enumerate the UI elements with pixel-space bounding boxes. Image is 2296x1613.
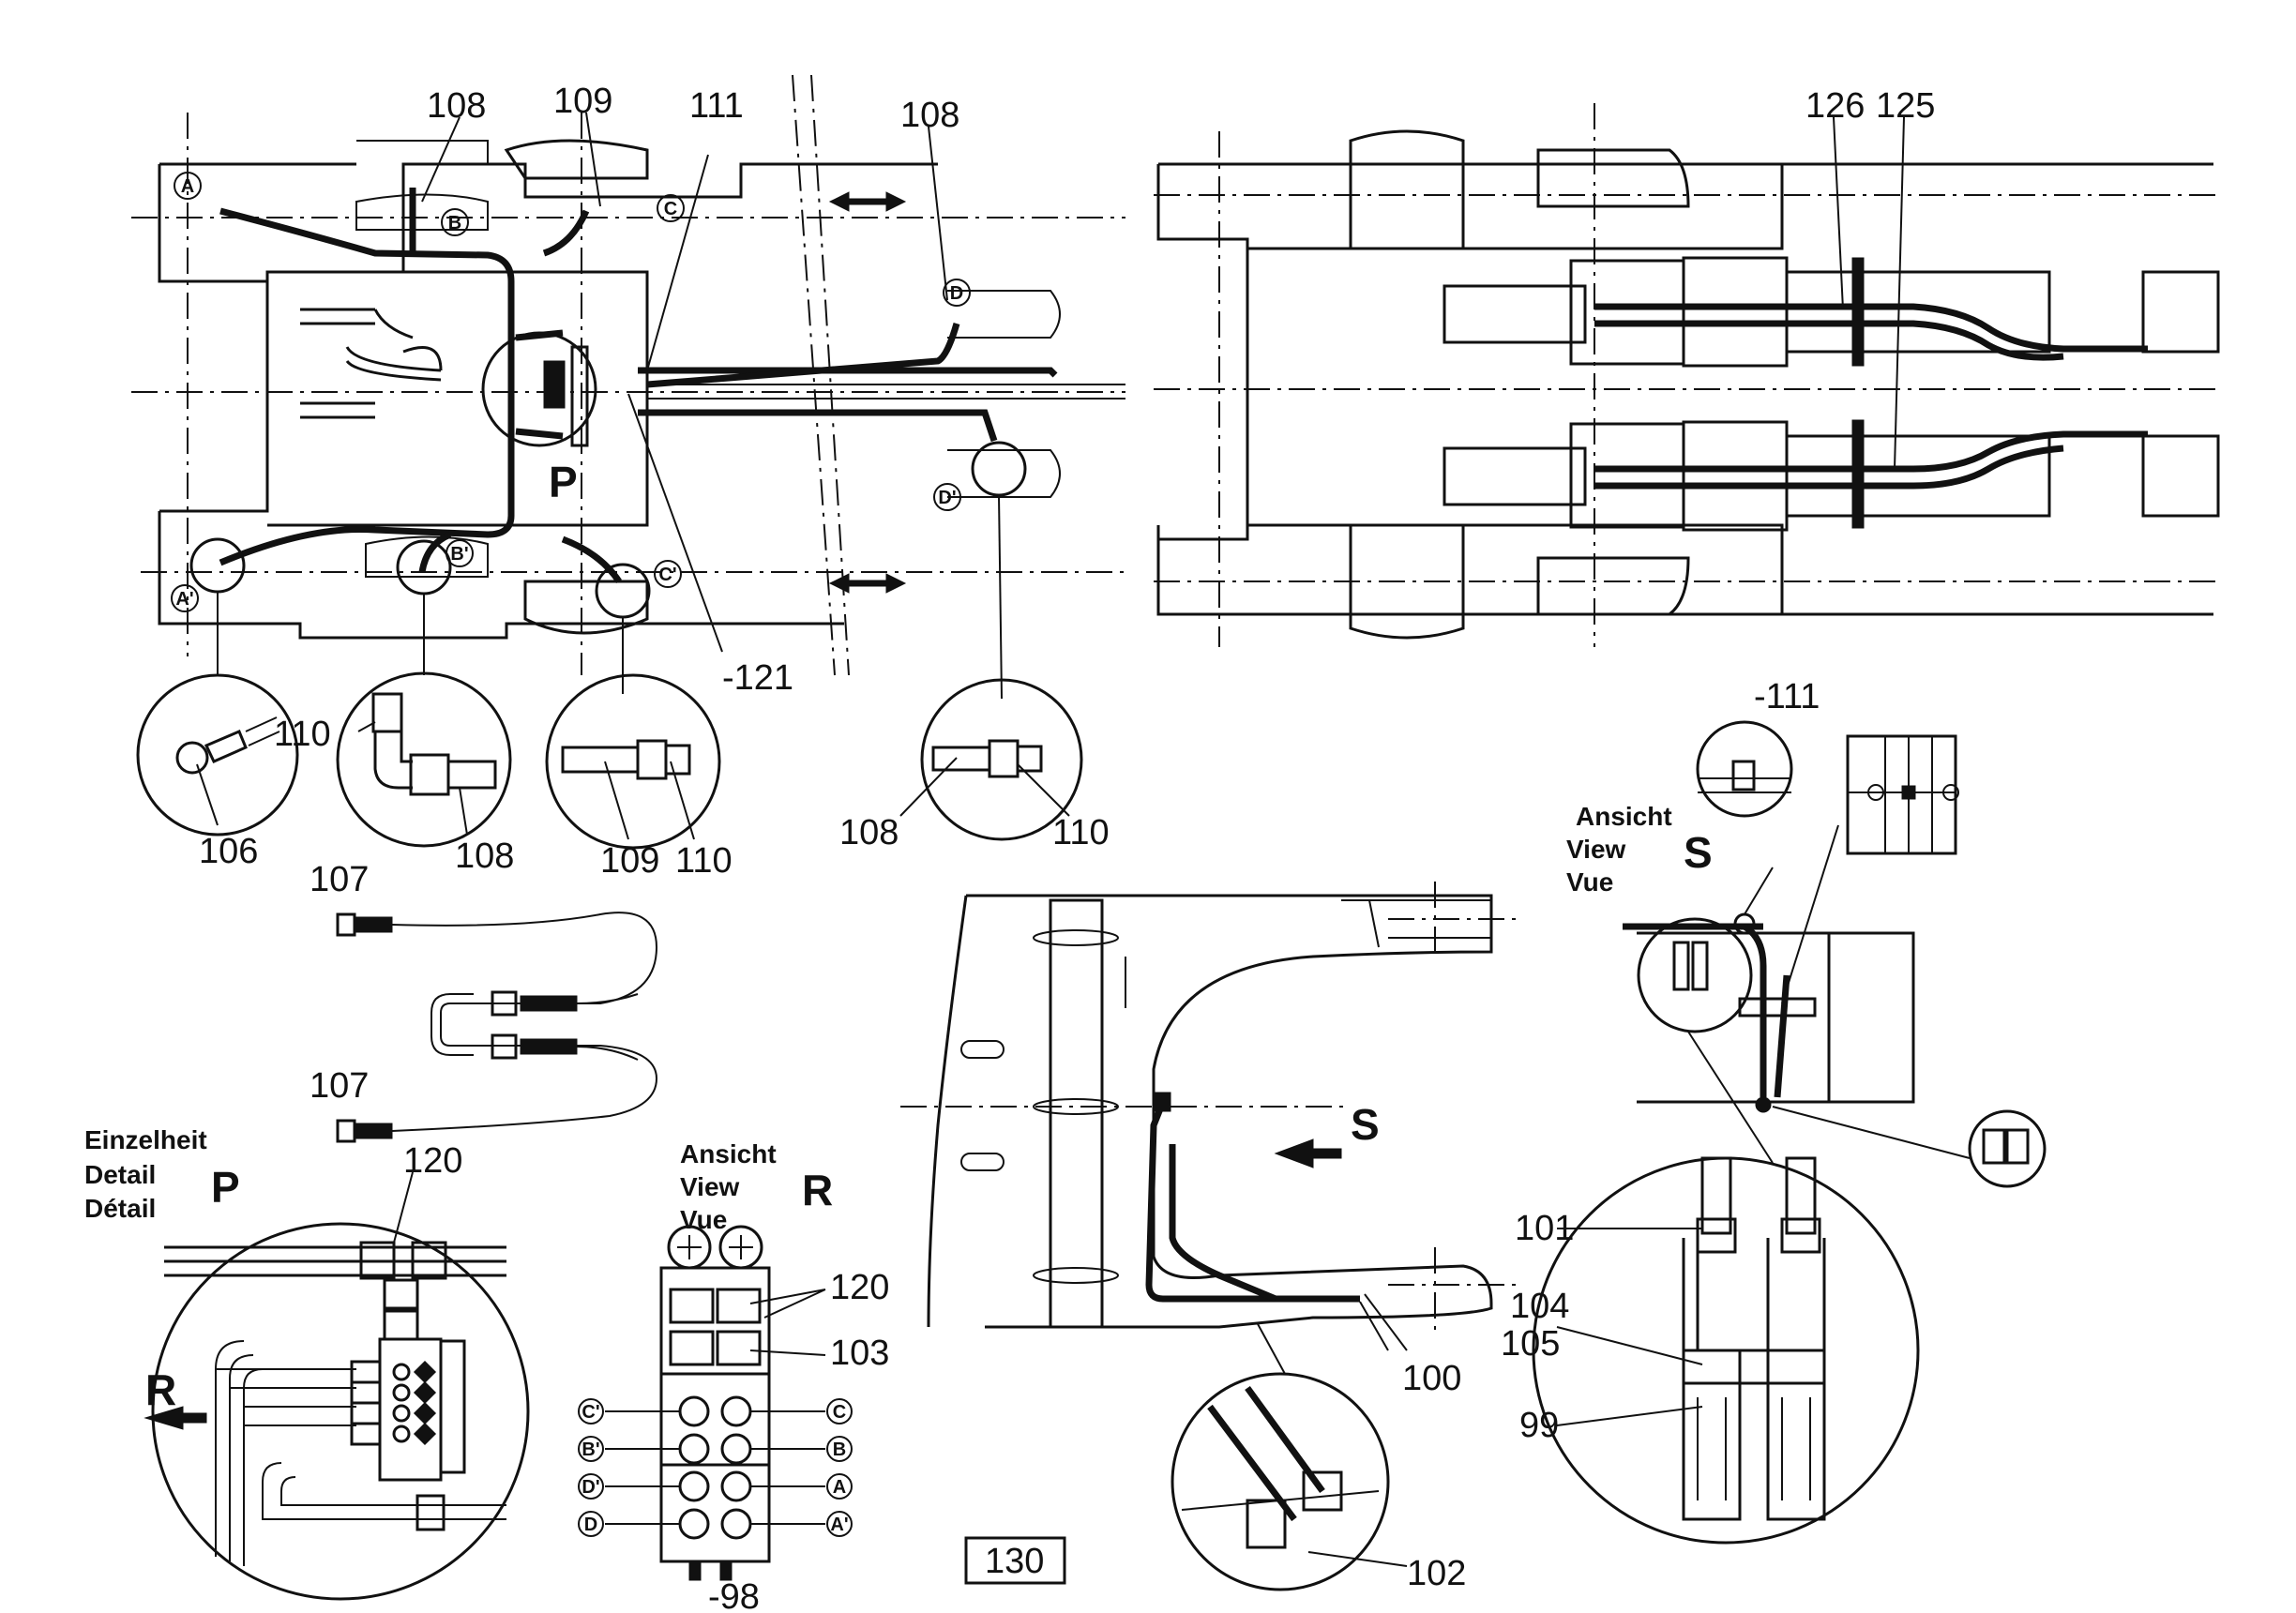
part-number-labels: 108 109 111 108 126 125 -121 106 110 108… — [199, 82, 1935, 1613]
label-111-b: -111 — [1754, 677, 1820, 716]
r-port-d-prime: D' — [582, 1477, 599, 1498]
label-110-c: 110 — [1052, 813, 1110, 852]
label-106: 106 — [199, 832, 258, 871]
label-108-c: 108 — [839, 813, 899, 852]
leaders-top-left — [217, 112, 1003, 700]
view-r-letter: R — [802, 1166, 833, 1214]
label-125: 125 — [1876, 86, 1935, 126]
r-port-a: A — [833, 1477, 846, 1498]
port-markers-plan: A B C D A' B' C' D' — [171, 172, 971, 612]
label-110-b: 110 — [675, 841, 733, 881]
label-103: 103 — [830, 1334, 889, 1373]
detail-p-letter: P — [211, 1163, 240, 1212]
r-port-c: C — [833, 1402, 846, 1423]
label-110-a: 110 — [274, 715, 331, 754]
label-126: 126 — [1805, 86, 1865, 126]
label-120-b: 120 — [830, 1268, 889, 1307]
view-s-caption-fr: Vue — [1566, 867, 1613, 897]
detail-p-caption-fr: Détail — [84, 1194, 156, 1223]
label-107-b: 107 — [310, 1066, 369, 1106]
detail-circles-row — [136, 671, 1083, 850]
view-r-valve-block: C' C B' B D' A D A' — [578, 1225, 853, 1581]
label-105: 105 — [1501, 1324, 1560, 1364]
label-108-b: 108 — [455, 837, 514, 876]
label-101: 101 — [1515, 1209, 1574, 1248]
port-d-prime: D' — [938, 488, 956, 508]
page-number: 130 — [985, 1542, 1044, 1581]
frame-plan-view-right — [1154, 103, 2223, 647]
view-r-arrow-letter: R — [145, 1365, 176, 1414]
view-s-assembly — [1532, 720, 2047, 1545]
r-port-b-prime: B' — [582, 1440, 599, 1460]
frame-plan-view-left — [131, 74, 1125, 676]
label-102: 102 — [1407, 1554, 1466, 1593]
view-r-caption-de: Ansicht — [680, 1139, 777, 1168]
view-r-caption-fr: Vue — [680, 1205, 727, 1234]
label-120-a: 120 — [403, 1141, 462, 1181]
r-port-a-prime: A' — [830, 1515, 848, 1535]
detail-p-caption-en: Detail — [84, 1160, 156, 1189]
view-s-letter: S — [1684, 828, 1713, 877]
port-a-prime: A' — [175, 589, 193, 610]
label-108-top-left: 108 — [427, 86, 486, 126]
label-107-a: 107 — [310, 860, 369, 899]
label-111-top: 111 — [689, 86, 744, 126]
label-108-top-mid: 108 — [900, 96, 959, 135]
label-109-b: 109 — [600, 841, 659, 881]
port-c-prime: C' — [658, 565, 676, 585]
label-109-top: 109 — [553, 82, 612, 121]
view-s-caption-en: View — [1566, 835, 1626, 864]
view-r-caption-en: View — [680, 1172, 740, 1201]
label-100: 100 — [1402, 1359, 1461, 1398]
view-s-caption-de: Ansicht — [1576, 802, 1672, 831]
port-b-prime: B' — [450, 544, 468, 565]
label-121: -121 — [722, 658, 793, 698]
label-99: 99 — [1519, 1406, 1559, 1445]
r-port-c-prime: C' — [582, 1402, 599, 1423]
detail-p-marker-letter: P — [549, 458, 578, 506]
hose-assembly-107 — [336, 912, 658, 1143]
port-b: B — [448, 213, 461, 234]
r-port-d: D — [584, 1515, 597, 1535]
frame-side-view — [900, 882, 1519, 1591]
detail-p-assembly — [144, 1171, 530, 1601]
view-captions: Einzelheit Detail Détail P P Ansicht Vie… — [84, 458, 1713, 1581]
view-s-arrow-letter: S — [1351, 1100, 1380, 1149]
r-port-b: B — [833, 1440, 846, 1460]
port-d: D — [950, 283, 963, 304]
page-number-box — [964, 1536, 1066, 1585]
label-104: 104 — [1510, 1287, 1569, 1326]
port-a: A — [181, 176, 194, 197]
label-98: -98 — [708, 1577, 760, 1613]
detail-p-caption-de: Einzelheit — [84, 1125, 207, 1154]
port-c: C — [664, 199, 677, 219]
